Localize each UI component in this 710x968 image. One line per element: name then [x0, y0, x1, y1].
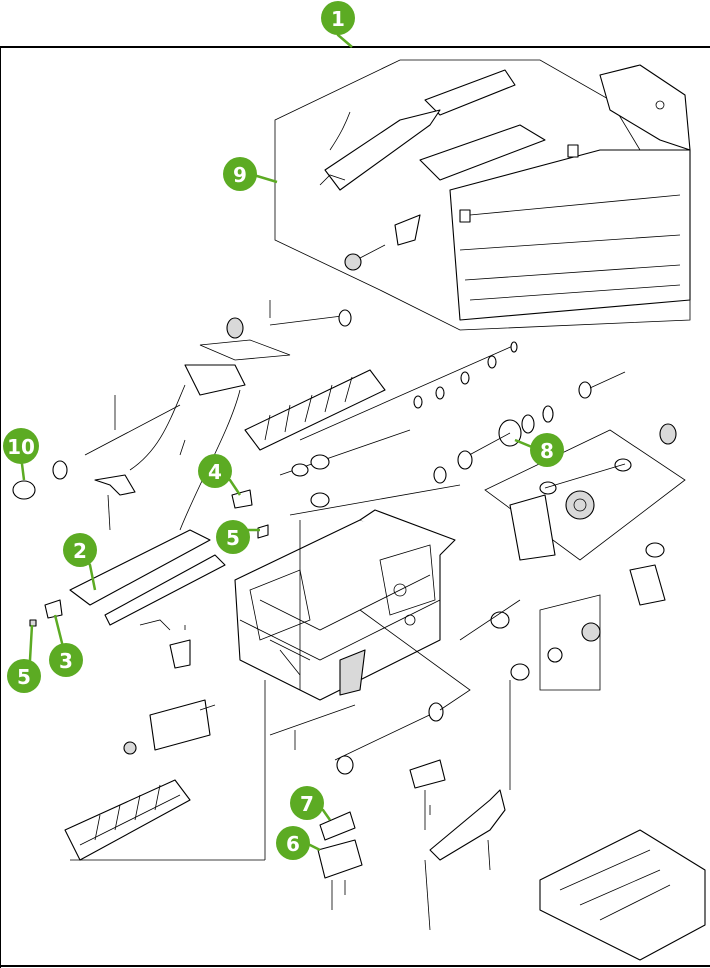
callout-c5a: 5	[7, 625, 41, 693]
lower-middle-parts	[270, 703, 705, 960]
callout-c9: 9	[223, 157, 277, 191]
callout-label: 8	[540, 439, 554, 463]
callout-c8: 8	[515, 433, 564, 467]
callout-label: 4	[208, 460, 222, 484]
callout-label: 1	[331, 7, 345, 31]
callout-label: 3	[59, 649, 73, 673]
callout-label: 9	[233, 163, 247, 187]
main-chassis	[235, 510, 455, 700]
callout-label: 5	[17, 665, 31, 689]
roller-shafts	[200, 300, 676, 515]
callout-c5b: 5	[216, 520, 260, 554]
callout-label: 5	[226, 526, 240, 550]
callout-label: 2	[73, 539, 87, 563]
callout-label: 10	[7, 435, 35, 459]
sub-assembly-9	[275, 60, 690, 330]
callout-c7: 7	[290, 786, 330, 820]
callout-c4: 4	[198, 454, 240, 495]
callout-c10: 10	[3, 428, 39, 480]
callout-c3: 3	[49, 615, 83, 677]
left-parts	[13, 365, 268, 860]
callout-label: 7	[300, 792, 314, 816]
callout-c1: 1	[321, 1, 355, 47]
callout-label: 6	[286, 832, 300, 856]
gear-bracket-group	[485, 430, 685, 690]
callout-c6: 6	[276, 826, 320, 860]
